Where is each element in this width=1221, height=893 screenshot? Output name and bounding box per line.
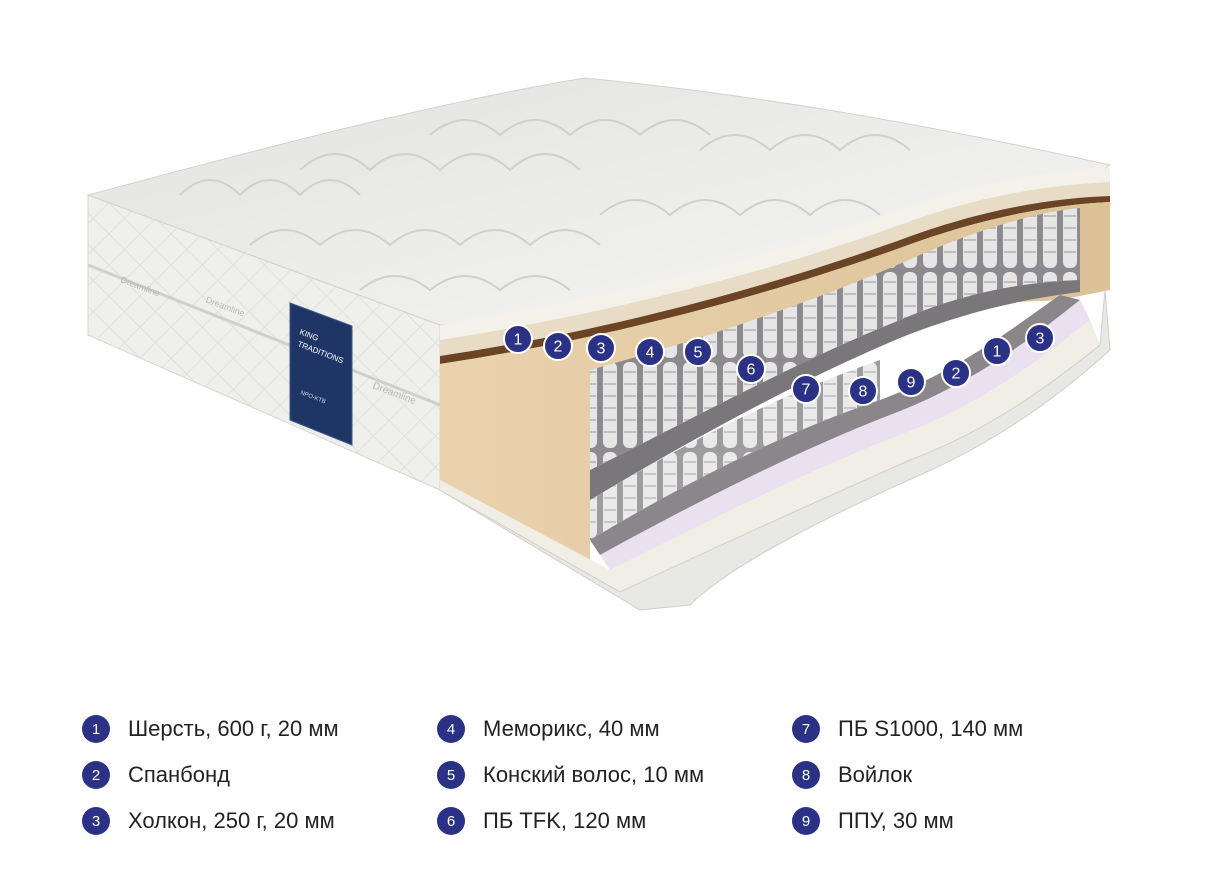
layer-marker-number: 1 (514, 332, 523, 349)
legend-item: 1 Шерсть, 600 г, 20 мм (82, 706, 339, 752)
legend-column-1: 1 Шерсть, 600 г, 20 мм 2 Спанбонд 3 Холк… (82, 706, 339, 844)
legend-label: ППУ, 30 мм (838, 808, 954, 833)
layer-marker: 7 (791, 374, 821, 404)
brand-label: KING TRADITIONS NPO-KTB (289, 302, 353, 446)
layer-marker: 6 (736, 354, 766, 384)
legend-label: Войлок (838, 762, 913, 787)
layer-marker-circle (982, 336, 1012, 366)
layer-marker-number: 7 (802, 382, 811, 399)
layer-marker-circle (1025, 323, 1055, 353)
layer-marker: 2 (543, 331, 573, 361)
legend-item: 3 Холкон, 250 г, 20 мм (82, 798, 339, 844)
layer-marker: 2 (941, 358, 971, 388)
legend-item: 8 Войлок (792, 752, 1023, 798)
legend-label: Холкон, 250 г, 20 мм (128, 808, 335, 833)
layer-marker-circle (586, 333, 616, 363)
layer-marker: 3 (1025, 323, 1055, 353)
layer-legend: 1 Шерсть, 600 г, 20 мм 2 Спанбонд 3 Холк… (82, 706, 1142, 846)
layer-marker-number: 3 (1036, 331, 1045, 348)
bottom-layers (439, 289, 1111, 611)
legend-badge: 3 (82, 807, 110, 835)
layer-marker-number: 6 (747, 362, 756, 379)
layer-marker-circle (848, 376, 878, 406)
legend-badge: 8 (792, 761, 820, 789)
legend-item: 9 ППУ, 30 мм (792, 798, 1023, 844)
spring-block (590, 208, 1080, 540)
layer-marker-circle (543, 331, 573, 361)
legend-label: ПБ TFK, 120 мм (483, 808, 647, 833)
layer-marker: 4 (635, 337, 665, 367)
legend-label: Меморикс, 40 мм (483, 716, 660, 741)
legend-item: 7 ПБ S1000, 140 мм (792, 706, 1023, 752)
layer-marker-circle (635, 337, 665, 367)
layer-marker-circle (736, 354, 766, 384)
legend-item: 6 ПБ TFK, 120 мм (437, 798, 704, 844)
layer-marker: 3 (586, 333, 616, 363)
legend-column-3: 7 ПБ S1000, 140 мм 8 Войлок 9 ППУ, 30 мм (792, 706, 1023, 844)
legend-badge: 2 (82, 761, 110, 789)
mattress-illustration: Dreamline Dreamline Dreamline KING TRADI… (86, 77, 1112, 611)
legend-badge: 7 (792, 715, 820, 743)
legend-badge: 1 (82, 715, 110, 743)
mattress-top-surface (86, 77, 1112, 326)
layer-marker-circle (941, 358, 971, 388)
layer-marker-circle (896, 367, 926, 397)
legend-item: 2 Спанбонд (82, 752, 339, 798)
layer-markers: 1 2 3 4 5 6 7 8 9 2 1 3 (503, 323, 1055, 406)
layer-marker-number: 2 (554, 339, 563, 356)
legend-column-2: 4 Меморикс, 40 мм 5 Конский волос, 10 мм… (437, 706, 704, 844)
legend-badge: 6 (437, 807, 465, 835)
layer-marker: 1 (982, 336, 1012, 366)
legend-label: Конский волос, 10 мм (483, 762, 705, 787)
layer-marker-circle (791, 374, 821, 404)
layer-marker-number: 9 (907, 375, 916, 392)
layer-marker-number: 8 (859, 384, 868, 401)
layer-marker-number: 4 (646, 345, 655, 362)
legend-badge: 9 (792, 807, 820, 835)
layer-marker: 5 (683, 337, 713, 367)
layer-marker-circle (683, 337, 713, 367)
layer-marker: 9 (896, 367, 926, 397)
layer-marker: 1 (503, 324, 533, 354)
legend-item: 4 Меморикс, 40 мм (437, 706, 704, 752)
layer-marker-circle (503, 324, 533, 354)
layer-marker: 8 (848, 376, 878, 406)
layer-marker-number: 5 (694, 345, 703, 362)
layer-marker-number: 2 (952, 366, 961, 383)
layer-marker-number: 3 (597, 341, 606, 358)
legend-label: Шерсть, 600 г, 20 мм (128, 716, 339, 741)
layer-marker-number: 1 (993, 344, 1002, 361)
legend-label: ПБ S1000, 140 мм (838, 716, 1024, 741)
legend-label: Спанбонд (128, 762, 231, 787)
legend-badge: 5 (437, 761, 465, 789)
legend-item: 5 Конский волос, 10 мм (437, 752, 704, 798)
legend-badge: 4 (437, 715, 465, 743)
